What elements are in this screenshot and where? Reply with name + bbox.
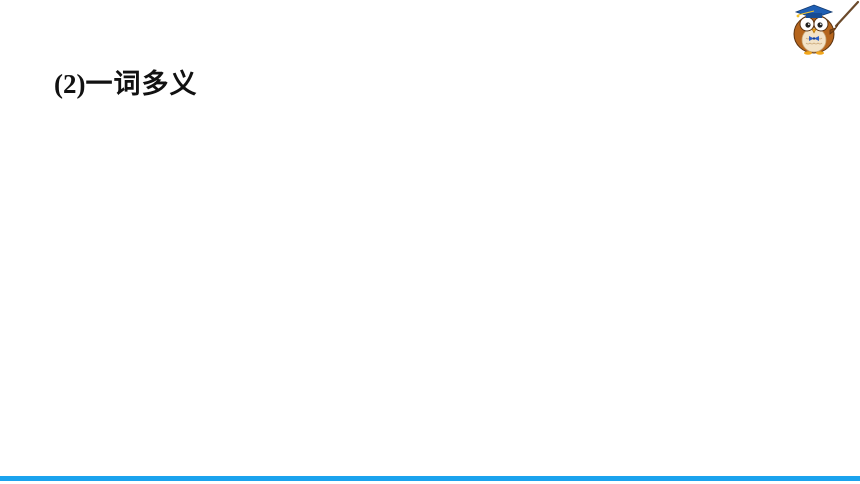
section-heading: (2)一词多义: [54, 66, 197, 103]
bottom-accent-bar: [0, 476, 860, 481]
heading-text: 一词多义: [85, 69, 198, 100]
owl-teacher-icon: [784, 0, 860, 56]
heading-number: (2): [54, 69, 86, 99]
